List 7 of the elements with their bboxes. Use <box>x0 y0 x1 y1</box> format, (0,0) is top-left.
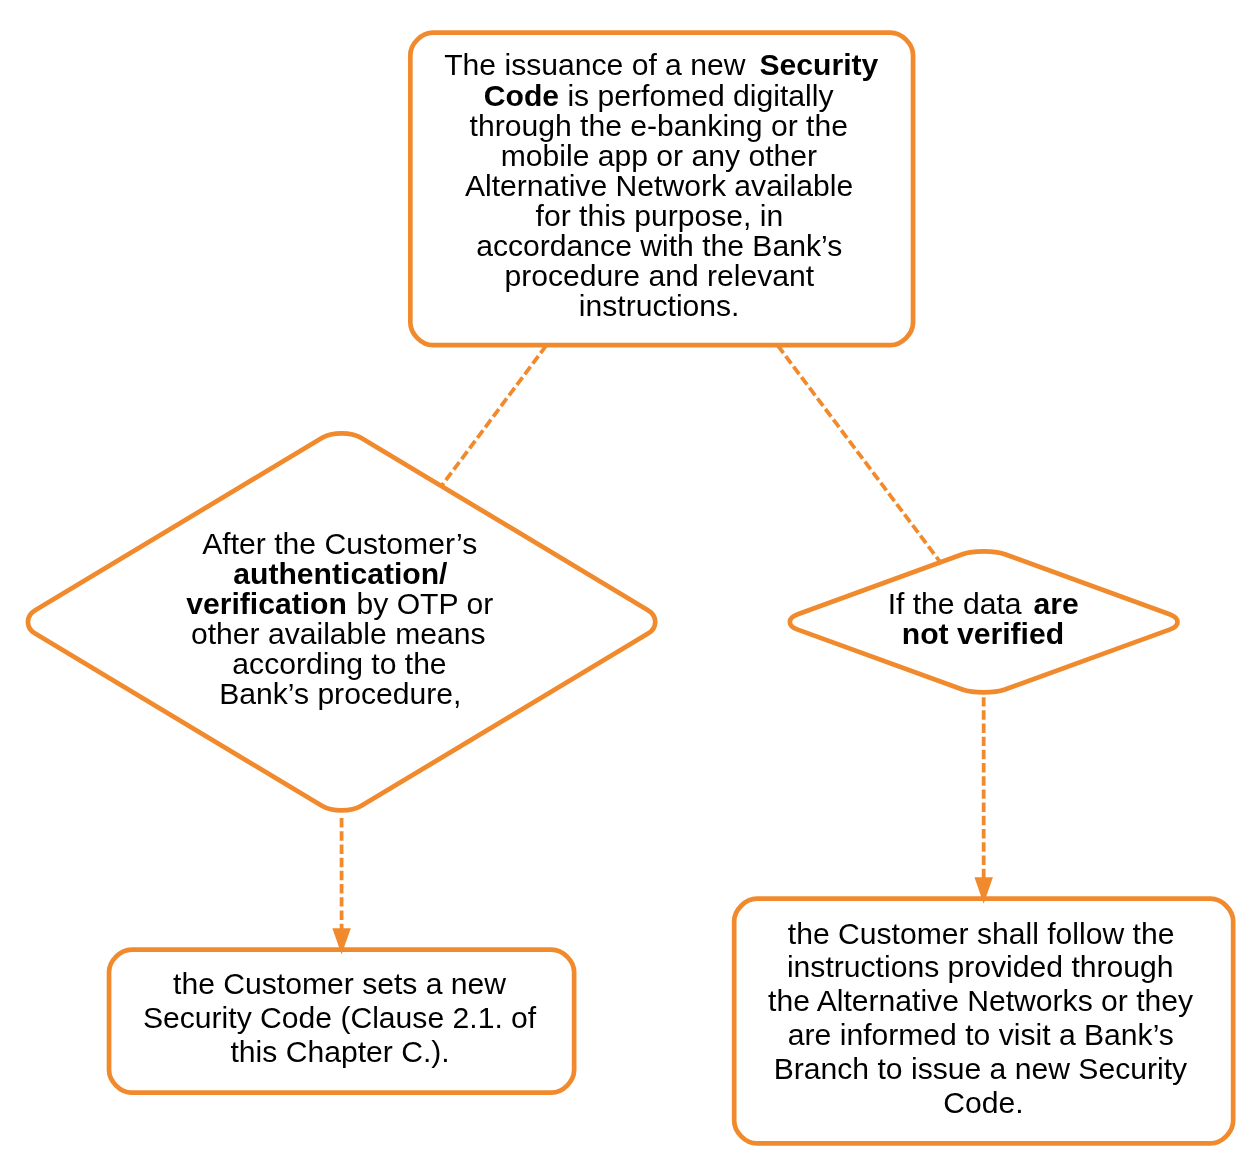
arrow <box>332 817 351 955</box>
node-box: the Customer sets a new Security Code (Clause 2.1. of this Chapter C.). <box>106 946 577 1095</box>
connector <box>440 344 548 487</box>
connector <box>776 344 942 563</box>
arrow <box>974 696 993 904</box>
node-box: the Customer shall follow the instructions provided through the Alternative Networks or they are informed to visit a Bank’s Branch to issue a new Security Code. <box>731 895 1236 1146</box>
node-box: The issuance of a new Security Code is perfomed digitally through the e-banking or the mobile app or any other Alternative Network available for this purpose, in accordance with the Bank’s procedure and relevant instructions. <box>407 29 916 347</box>
